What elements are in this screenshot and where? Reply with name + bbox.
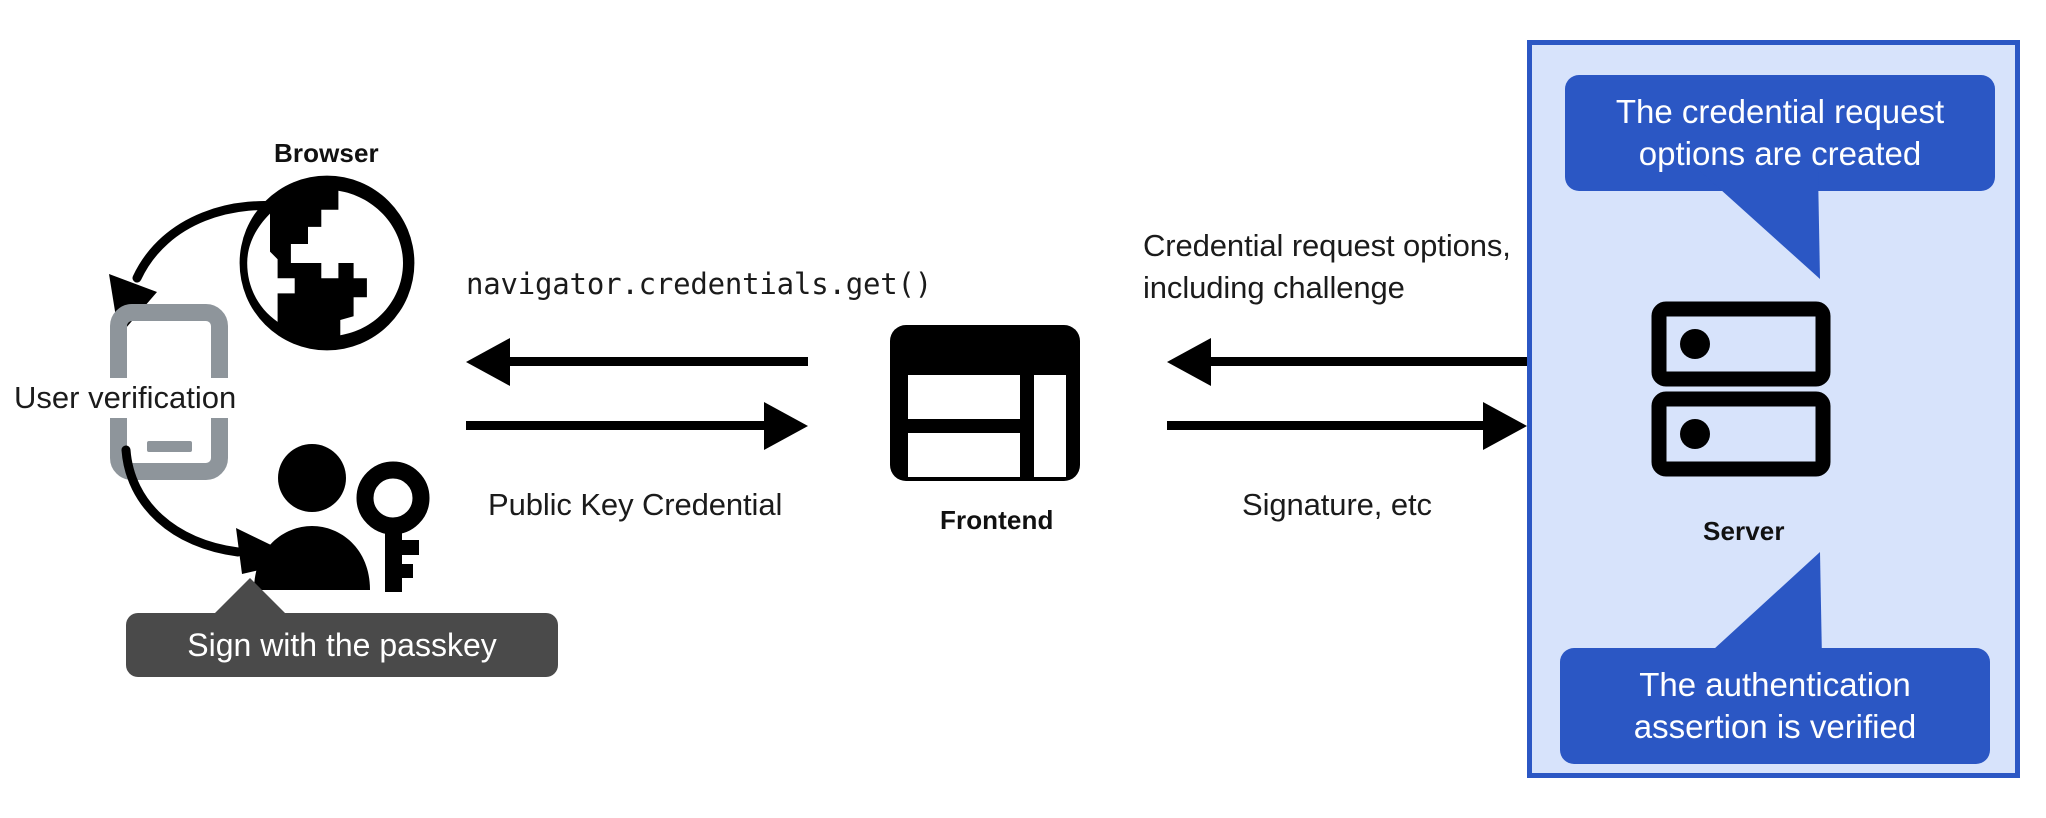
frontend-label: Frontend [940, 505, 1054, 535]
callout-authentication-assertion: The authentication assertion is verified [1560, 648, 1990, 765]
browser-label: Browser [274, 138, 379, 168]
public-key-credential-label: Public Key Credential [488, 487, 783, 522]
passkey-tooltip-tail [210, 578, 290, 618]
sign-with-passkey-tooltip: Sign with the passkey [126, 613, 558, 677]
globe-icon [232, 168, 422, 358]
credential-request-options-label: Credential request options, including ch… [1143, 228, 1511, 305]
user-verification-label: User verification [10, 378, 241, 418]
navigator-credentials-get-label: navigator.credentials.get() [466, 267, 933, 301]
callout-top-tail [1700, 171, 1860, 281]
window-layout-icon [888, 323, 1082, 483]
smartphone-icon [110, 304, 228, 480]
callout-authentication-assertion-text: The authentication assertion is verified [1560, 648, 1990, 765]
server-racks-icon [1651, 301, 1831, 477]
server-label: Server [1703, 516, 1785, 546]
callout-bottom-tail [1702, 552, 1862, 662]
signature-etc-label: Signature, etc [1242, 487, 1432, 522]
person-with-key-icon [250, 440, 430, 600]
